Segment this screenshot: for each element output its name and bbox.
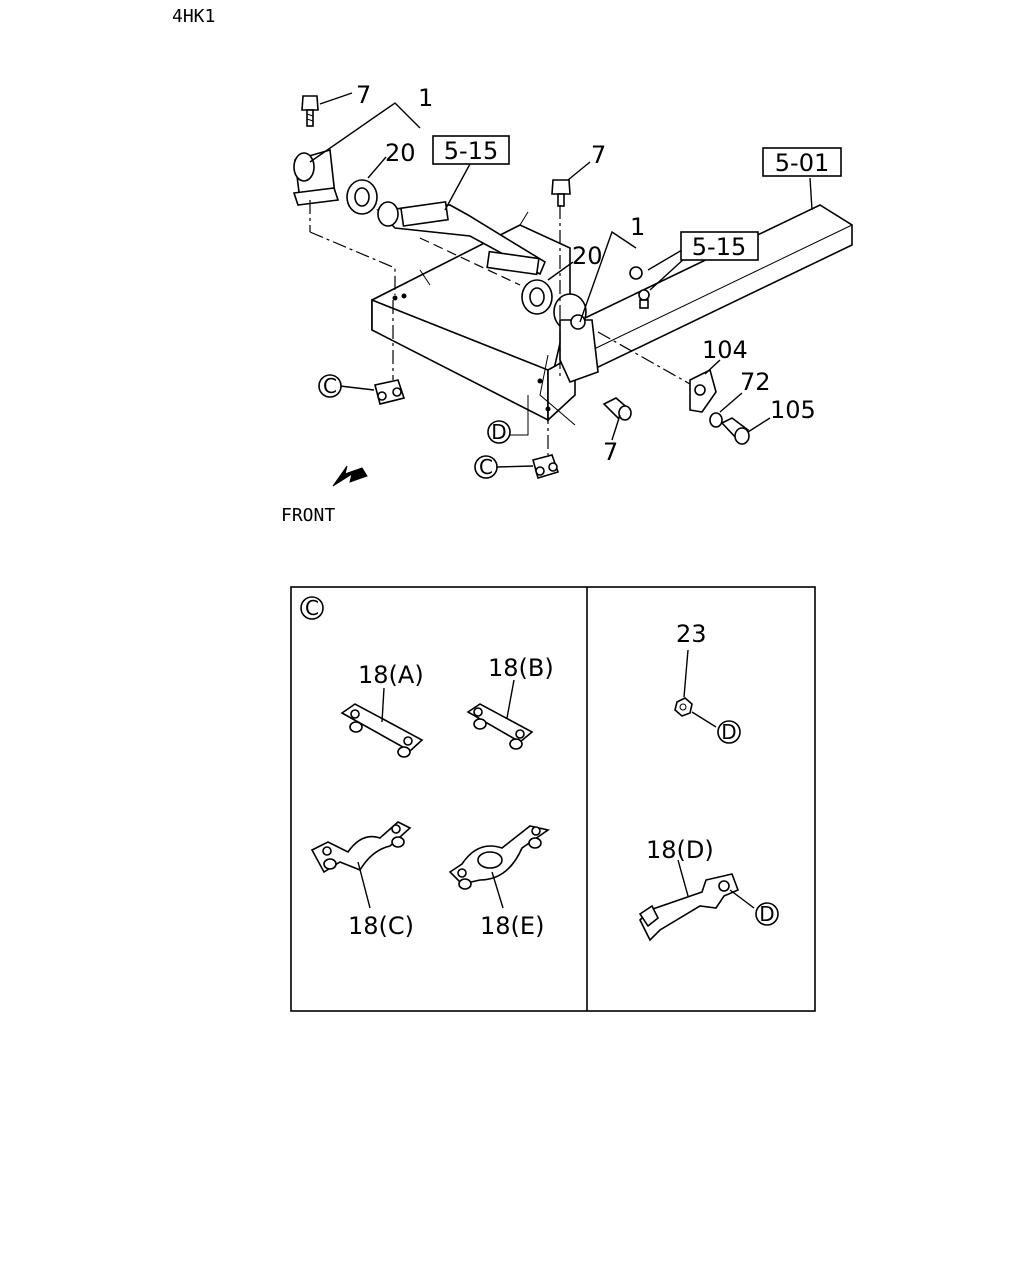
callout-bolt-top-mid: 7 xyxy=(591,141,606,169)
panel-circle-c: C xyxy=(300,596,324,620)
bolt-bottom xyxy=(602,397,632,421)
svg-text:C: C xyxy=(323,374,337,398)
plate-18e xyxy=(448,825,550,909)
front-label: FRONT xyxy=(281,505,335,526)
nut-small xyxy=(629,266,650,309)
ref-box-left: 5-15 xyxy=(432,135,510,165)
svg-text:C: C xyxy=(305,596,319,620)
plate-c-bottom xyxy=(532,454,560,480)
label-18e: 18(E) xyxy=(480,912,544,940)
bolt-top-left xyxy=(301,95,319,127)
cross-member xyxy=(371,211,576,422)
svg-text:C: C xyxy=(479,455,493,479)
assembly-lines xyxy=(309,200,691,455)
label-18d: 18(D) xyxy=(646,836,714,864)
bracket-left xyxy=(292,148,340,206)
callout-clip: 104 xyxy=(702,336,748,364)
bolt-top-mid xyxy=(551,179,571,207)
svg-text:5-15: 5-15 xyxy=(444,137,498,165)
panel-circle-d1: D xyxy=(717,720,741,744)
callout-washer: 72 xyxy=(740,368,771,396)
svg-text:D: D xyxy=(491,420,506,444)
label-18b: 18(B) xyxy=(488,654,554,682)
bracket-mid xyxy=(553,293,599,384)
svg-text:5-01: 5-01 xyxy=(775,149,829,177)
panel-circle-d2: D xyxy=(755,902,779,926)
callout-bolt-bottom: 7 xyxy=(603,438,618,466)
plate-c-left xyxy=(374,379,406,405)
callout-bracket-mid: 1 xyxy=(630,213,645,241)
plate-18d xyxy=(638,859,755,942)
circle-ref-c-bottom: C xyxy=(474,455,498,479)
ref-box-right-top: 5-01 xyxy=(762,147,842,177)
washer-72 xyxy=(709,412,723,428)
svg-text:D: D xyxy=(721,720,736,744)
label-18c: 18(C) xyxy=(348,912,414,940)
detail-panel xyxy=(290,586,816,1012)
clip-104 xyxy=(689,368,717,413)
svg-text:D: D xyxy=(759,902,774,926)
model-code: 4HK1 xyxy=(172,6,215,27)
callout-bushing-left: 20 xyxy=(385,139,416,167)
label-23: 23 xyxy=(676,620,707,648)
plate-18b xyxy=(466,679,534,750)
bushing-mid xyxy=(521,279,553,315)
bushing-left xyxy=(346,179,378,215)
plate-18a xyxy=(340,687,424,758)
front-arrow-icon xyxy=(332,465,368,487)
plate-18c xyxy=(310,821,412,909)
circle-ref-d-bottom: D xyxy=(487,420,511,444)
callout-bracket-top-left: 1 xyxy=(418,84,433,112)
svg-text:5-15: 5-15 xyxy=(692,233,746,261)
nut-23 xyxy=(674,649,717,728)
callout-bolt-top-left: 7 xyxy=(356,81,371,109)
callout-bushing-mid: 20 xyxy=(572,242,603,270)
callout-bolt-right: 105 xyxy=(770,396,816,424)
ref-box-mid: 5-15 xyxy=(680,231,759,261)
circle-ref-c-left: C xyxy=(318,374,342,398)
bolt-105 xyxy=(720,417,750,445)
shaft-assembly xyxy=(376,200,547,276)
leader-lines xyxy=(309,92,813,468)
label-18a: 18(A) xyxy=(358,661,424,689)
